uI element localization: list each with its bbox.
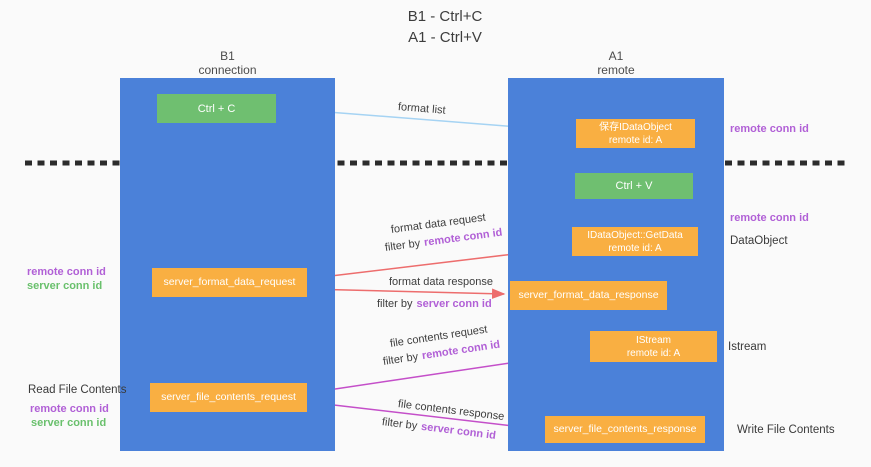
- node-ctrl-c-label: Ctrl + C: [197, 102, 236, 115]
- side-label-left2-server-conn-id: server conn id: [31, 417, 107, 429]
- arrow-format-data-response: [306, 288, 506, 299]
- node-getdata-line2: remote id: A: [608, 242, 662, 254]
- left-column-name: B1: [220, 49, 235, 63]
- node-istream-line2: remote id: A: [626, 347, 681, 359]
- filter-prefix-text: filter by: [382, 350, 419, 368]
- filter-prefix-text: filter by: [377, 298, 413, 310]
- side-label-left2-remote-conn-id: remote conn id: [30, 403, 109, 415]
- filter-prefix-text: filter by: [381, 416, 418, 433]
- title-line-2: A1 - Ctrl+V: [408, 29, 482, 46]
- node-server-format-data-response-label: server_format_data_response: [518, 289, 659, 301]
- filter-prefix-text: filter by: [384, 237, 421, 254]
- node-getdata-line1: IDataObject::GetData: [587, 229, 683, 241]
- side-label-remote-conn-id-mid: remote conn id: [730, 212, 809, 224]
- right-column-name: A1: [608, 49, 624, 63]
- diagram-title: B1 - Ctrl+C A1 - Ctrl+V: [345, 6, 545, 48]
- node-server-format-data-request-label: server_format_data_request: [163, 276, 296, 288]
- node-save-idataobject-line1: 保存IDataObject: [599, 121, 672, 133]
- side-label-left-server-conn-id: server conn id: [27, 280, 103, 292]
- node-server-format-data-response: server_format_data_response: [510, 281, 667, 310]
- filter-key-server-conn-id: server conn id: [416, 298, 492, 310]
- node-ctrl-c: Ctrl + C: [157, 94, 276, 123]
- side-label-istream: Istream: [728, 341, 767, 353]
- edge-label-format-list: format list: [397, 101, 447, 117]
- node-server-format-data-request: server_format_data_request: [152, 268, 307, 297]
- filter-key-server-conn-id: server conn id: [420, 420, 497, 442]
- side-label-dataobject: DataObject: [730, 235, 788, 247]
- edge-label-format-data-response: format data response: [389, 276, 493, 288]
- node-istream: IStream remote id: A: [590, 331, 717, 362]
- side-label-read-file-contents: Read File Contents: [28, 384, 127, 396]
- node-server-file-contents-request: server_file_contents_request: [150, 383, 307, 412]
- node-save-idataobject-line2: remote id: A: [608, 134, 663, 146]
- right-column-role: remote: [597, 63, 635, 77]
- node-istream-line1: IStream: [635, 334, 671, 346]
- node-server-file-contents-response-label: server_file_contents_response: [553, 423, 697, 435]
- side-label-write-file-contents: Write File Contents: [737, 424, 835, 436]
- side-label-left-remote-conn-id: remote conn id: [27, 266, 106, 278]
- node-ctrl-v: Ctrl + V: [575, 173, 693, 199]
- node-server-file-contents-request-label: server_file_contents_request: [161, 391, 296, 403]
- node-idataobject-getdata: IDataObject::GetData remote id: A: [572, 227, 698, 256]
- left-column-role: connection: [198, 63, 257, 77]
- side-label-remote-conn-id-top: remote conn id: [730, 123, 809, 135]
- node-save-idataobject: 保存IDataObject remote id: A: [576, 119, 695, 148]
- node-ctrl-v-label: Ctrl + V: [615, 180, 653, 192]
- node-server-file-contents-response: server_file_contents_response: [545, 416, 705, 443]
- title-line-1: B1 - Ctrl+C: [407, 8, 483, 25]
- left-column-header: B1 connection: [120, 49, 335, 77]
- right-column-header: A1 remote: [508, 49, 724, 77]
